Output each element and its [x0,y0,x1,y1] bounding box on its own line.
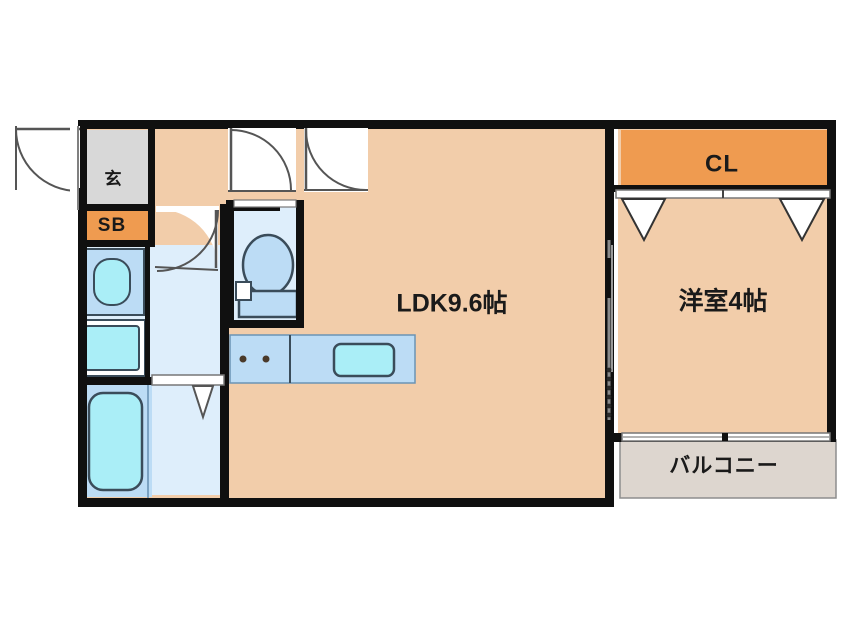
toilet-fixture [235,233,299,319]
wash-basin-bowl [93,258,131,306]
label-ldk: LDK9.6帖 [396,290,507,318]
wall-top-left [78,120,612,129]
wall-entrance-bottom [78,204,155,211]
toilet-door[interactable] [304,128,368,192]
label-closet: CL [705,150,739,177]
label-shoe-box: SB [98,215,126,236]
kitchen-sink [332,342,396,378]
bedroom-sliding-door[interactable] [605,240,613,420]
wall-toilet-right [296,200,304,328]
wall-entrance-right [148,126,155,210]
stove-burner-right [262,355,270,363]
wall-toilet-left [226,200,234,328]
balcony-sliding-window[interactable] [621,432,831,442]
wall-right-outer [827,120,836,442]
wall-basin-right [145,245,150,377]
stove-burner-left [239,355,247,363]
bath-door[interactable] [80,377,146,384]
entrance-floor [82,130,148,208]
sliding-track-dots [606,367,612,418]
closet-floor [621,130,833,190]
wall-kitchen-left [220,328,229,507]
ldk-entry-door[interactable] [228,128,296,192]
entrance-inner-door[interactable] [154,206,219,272]
doors [14,126,831,442]
bathtub [87,391,144,492]
wall-left-outer [78,120,87,507]
wall-closet-header [612,185,836,192]
label-bedroom: 洋室4帖 [679,287,768,316]
kitchen-counter [229,334,416,384]
room-labels: LDK9.6帖 洋室4帖 CL バルコニー 玄 SB [98,150,779,478]
toilet-door-head [233,199,297,208]
entrance-door[interactable] [14,126,80,210]
washer-pan-inner [84,325,140,371]
shoe-box-floor [80,210,150,243]
wall-toilet-bottom [226,320,304,328]
wet-area-fixtures [78,248,152,497]
toilet-paper-holder [235,281,252,301]
wall-top-right [612,120,836,129]
wall-sb-right [148,204,155,247]
closet-folding-doors[interactable] [615,189,831,243]
wall-bottom-ldk [78,498,612,507]
washroom-door[interactable] [151,374,225,421]
label-entrance: 玄 [105,168,122,188]
label-balcony: バルコニー [669,455,779,478]
wall-sb-bottom [78,240,155,247]
balcony-floor [619,439,837,499]
